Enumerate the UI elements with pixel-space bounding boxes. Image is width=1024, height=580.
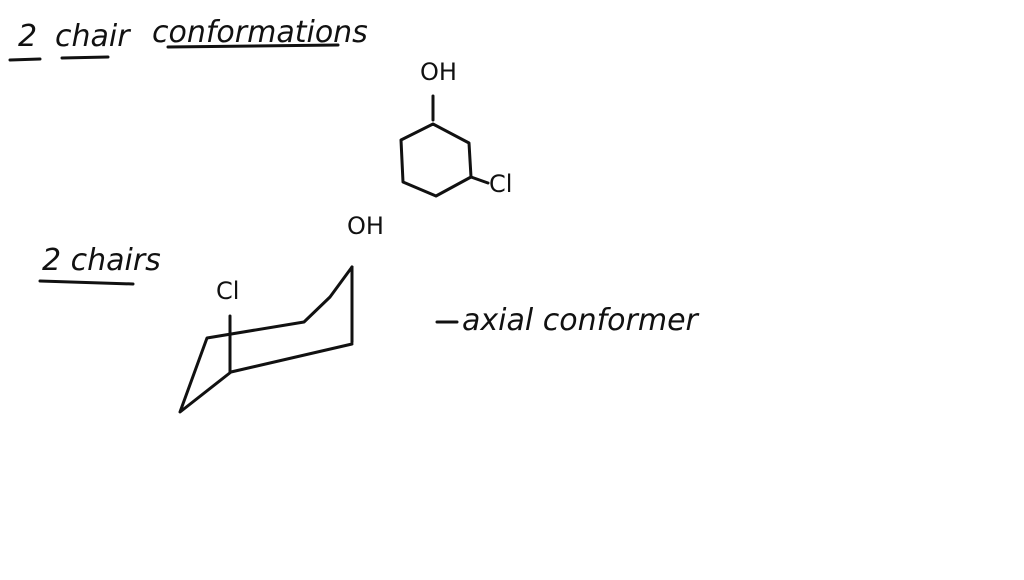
- chair-structure: OH Cl: [178, 212, 384, 414]
- annotation: axial conformer: [435, 303, 700, 338]
- heading: 2 chair conformations: [8, 15, 368, 62]
- subheading: 2 chairs: [38, 243, 161, 286]
- heading-conformations-underline: [166, 43, 340, 49]
- hexagon-oh-label: OH: [420, 58, 457, 86]
- heading-number-underline: [8, 57, 42, 62]
- heading-word-chair: chair: [55, 19, 131, 54]
- chair-ring-outline: [178, 265, 354, 414]
- hexagon-ring: [399, 122, 473, 198]
- heading-number: 2: [18, 19, 37, 54]
- chair-oh-label: OH: [347, 212, 384, 240]
- chair-cl-label: Cl: [216, 277, 239, 305]
- heading-chair-underline: [60, 55, 110, 60]
- hexagon-structure: OH Cl: [399, 58, 512, 198]
- hexagon-cl-bond: [469, 175, 490, 185]
- annotation-text: axial conformer: [462, 303, 700, 338]
- hexagon-cl-label: Cl: [489, 170, 512, 198]
- subheading-text: 2 chairs: [42, 243, 161, 278]
- subheading-underline: [38, 279, 135, 286]
